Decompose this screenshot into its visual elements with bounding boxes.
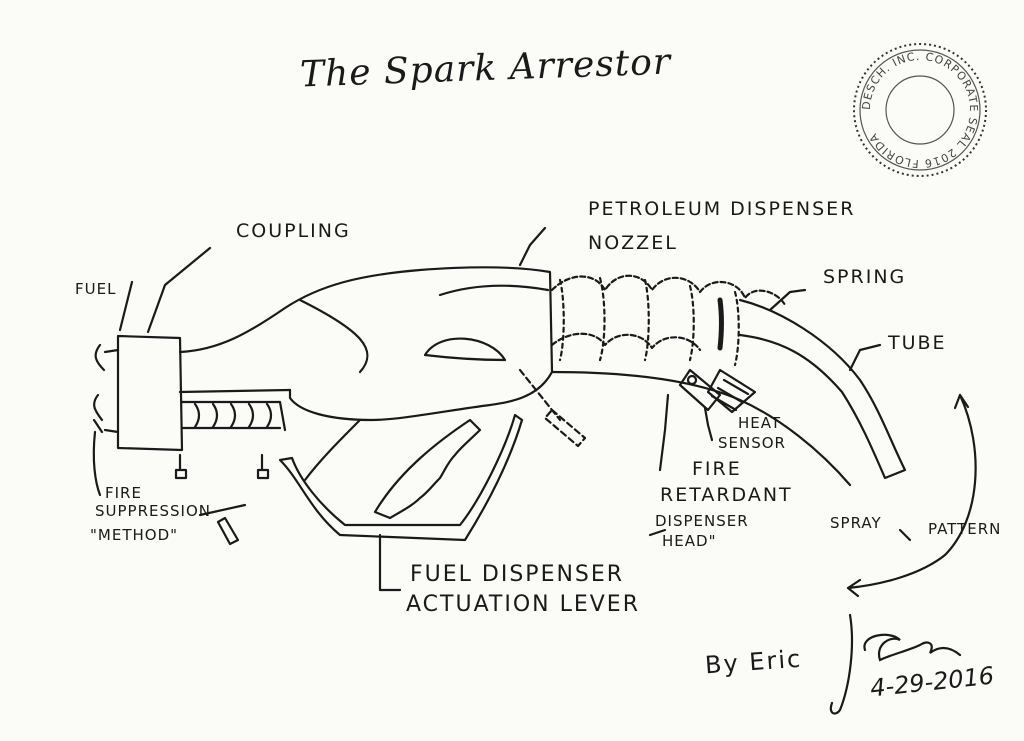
label-heat: HEAT <box>738 414 782 432</box>
spray-arrow <box>943 393 977 557</box>
nozzle-body <box>178 266 554 422</box>
label-spring: SPRING <box>823 266 907 288</box>
label-fuel-dispenser: FUEL DISPENSER <box>410 562 625 587</box>
label-fire: FIRE <box>692 458 742 480</box>
dispenser-head <box>678 368 757 414</box>
label-fuel: FUEL <box>75 280 117 298</box>
signature-mark <box>829 613 962 715</box>
label-sensor: SENSOR <box>718 434 786 452</box>
corporate-seal: DESCH. INC. CORPORATE SEAL 2016 FLORIDA <box>853 43 987 177</box>
label-coupling: COUPLING <box>236 220 351 242</box>
label-petroleum-dispenser: PETROLEUM DISPENSER <box>588 198 856 220</box>
coupling-block <box>116 334 184 452</box>
actuation-lever <box>373 418 482 520</box>
label-dispenser: DISPENSER <box>655 512 749 530</box>
label-retardant: RETARDANT <box>660 484 793 506</box>
label-tube: TUBE <box>888 332 947 354</box>
label-nozzel: NOZZEL <box>588 232 678 254</box>
label-fire-suppression-3: "METHOD" <box>90 526 179 544</box>
trigger-guard <box>278 413 524 542</box>
label-spray: SPRAY <box>830 514 882 532</box>
tube <box>738 298 907 480</box>
spring-coils <box>550 274 787 352</box>
label-fire-suppression-1: FIRE <box>105 484 142 502</box>
label-actuation-lever: ACTUATION LEVER <box>406 592 640 617</box>
label-fire-suppression-2: SUPPRESSION <box>95 502 211 520</box>
label-pattern: PATTERN <box>928 520 1002 538</box>
label-head: HEAD" <box>662 532 717 550</box>
